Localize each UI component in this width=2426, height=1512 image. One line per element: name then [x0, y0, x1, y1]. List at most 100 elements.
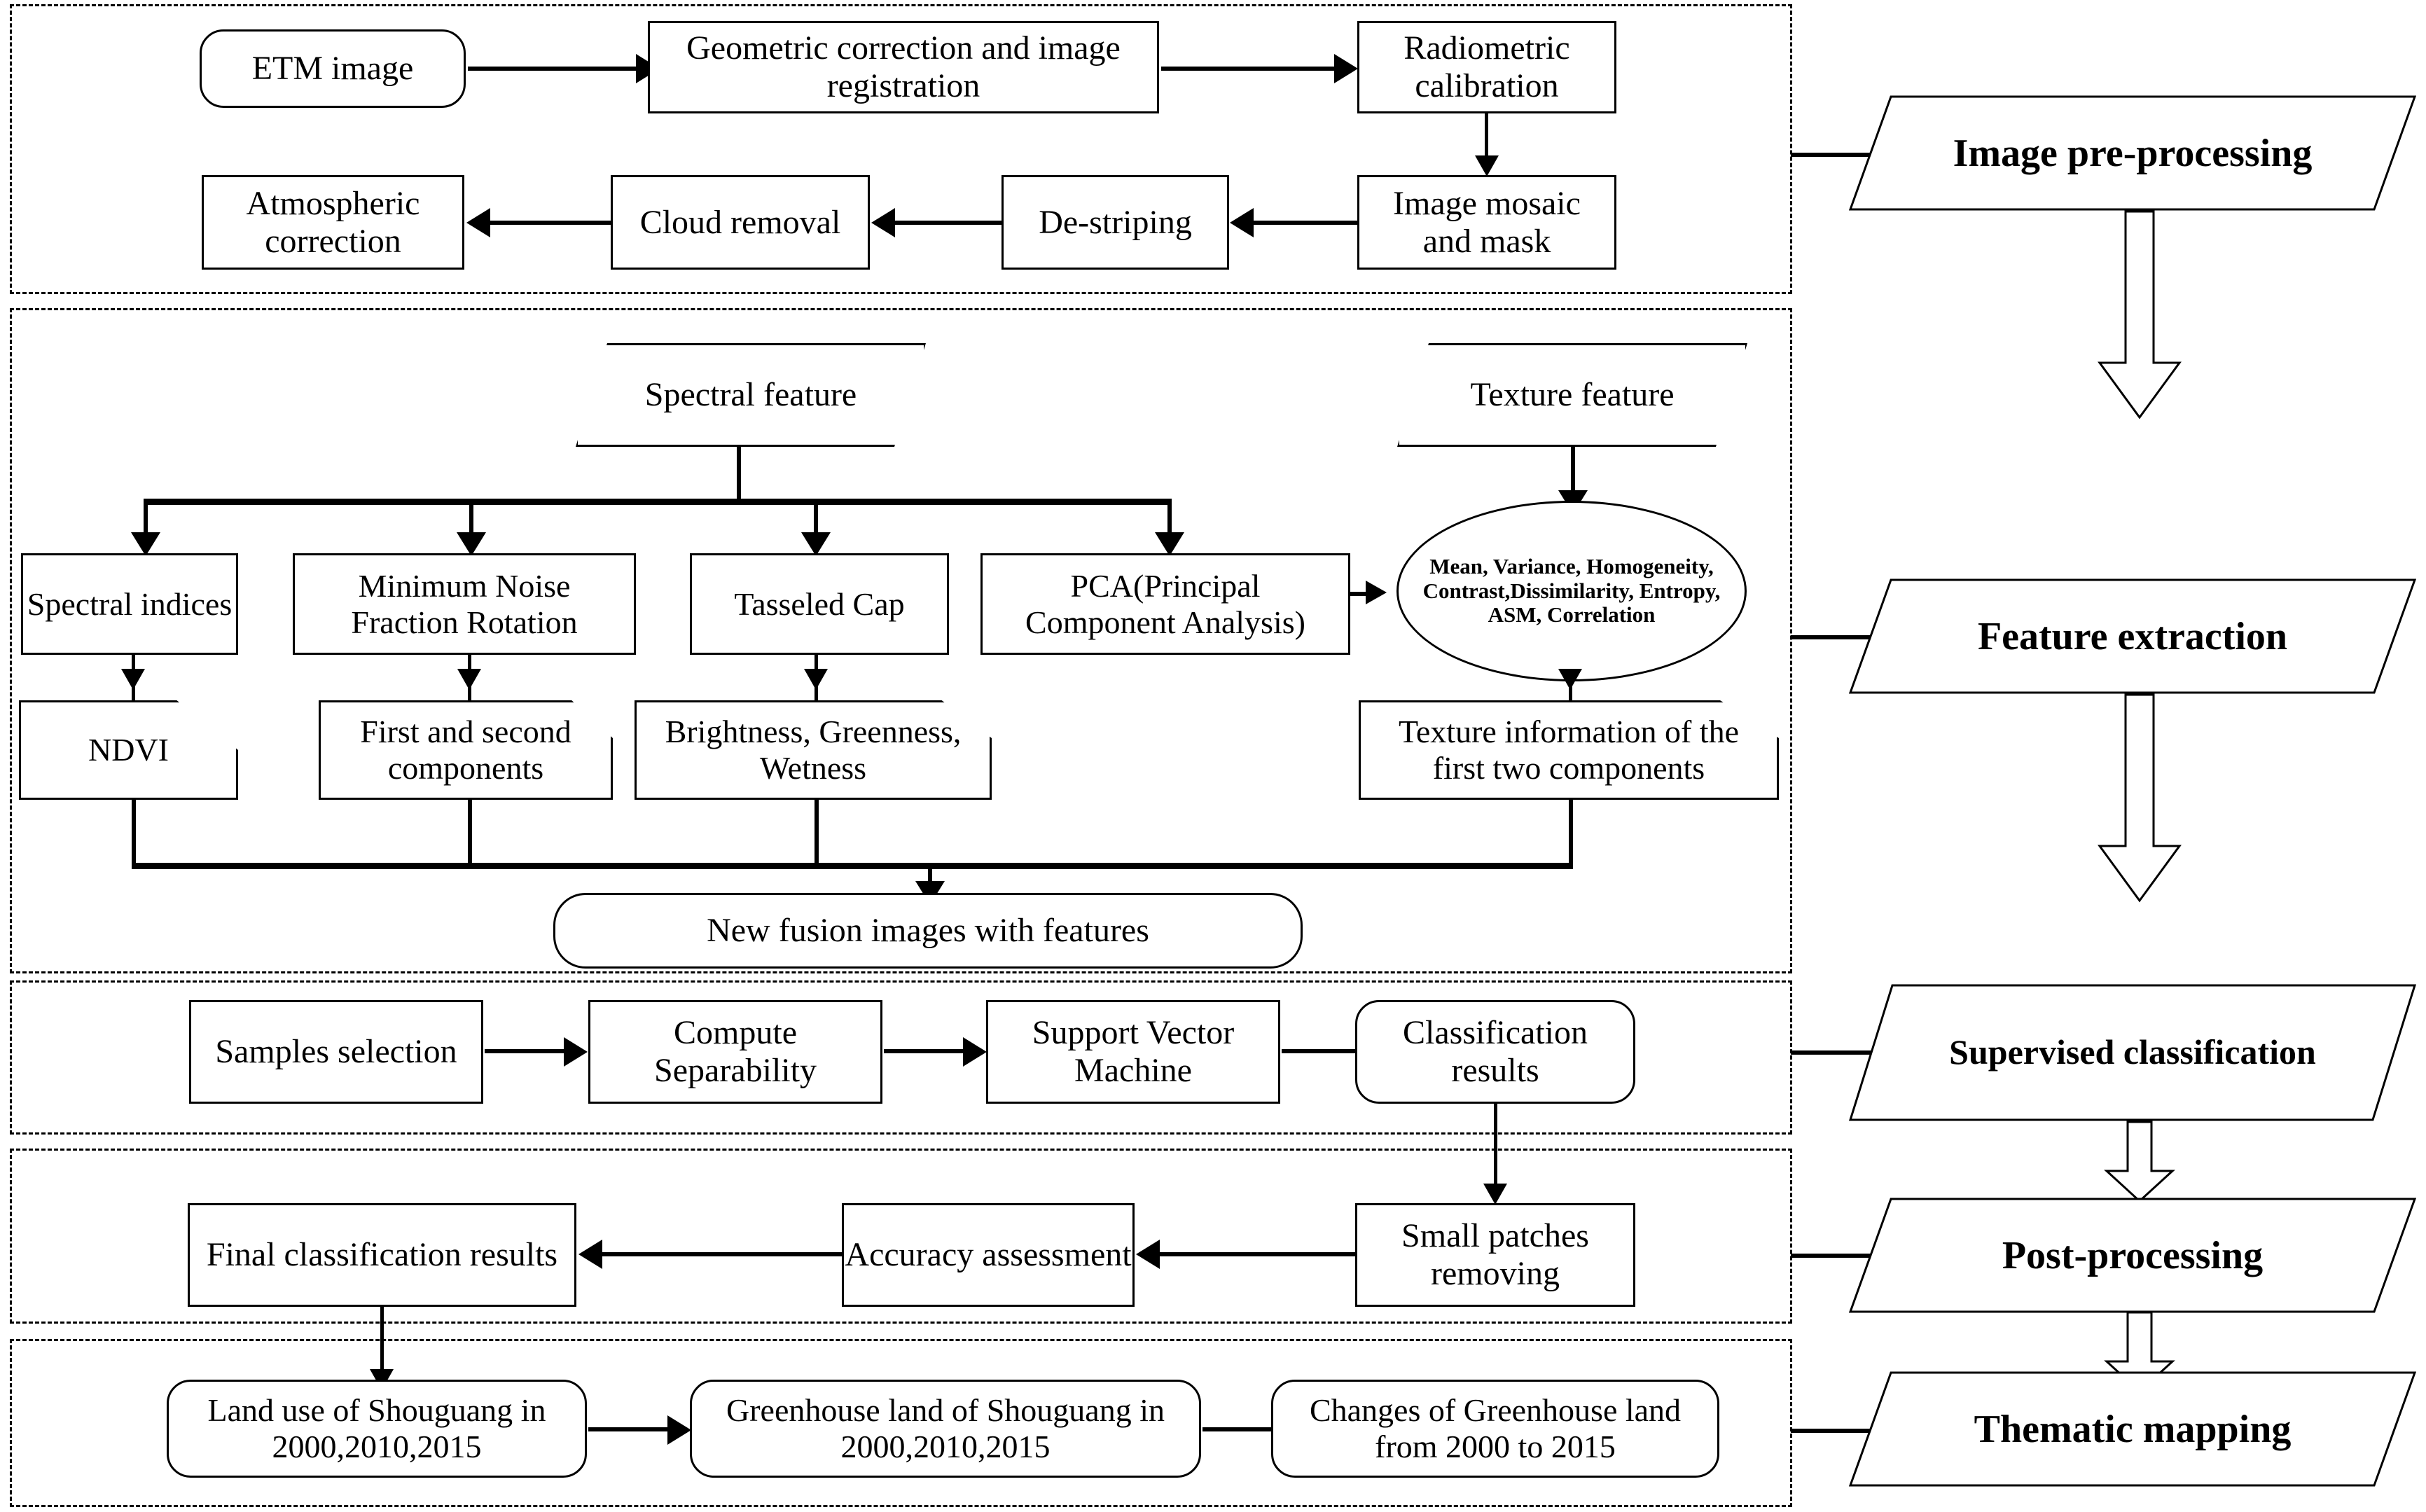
node-first-second-components[interactable]: First and second components — [319, 700, 613, 800]
arrow-small-patches-to-accuracy — [1136, 1240, 1160, 1269]
node-atmospheric-correction[interactable]: Atmospheric correction — [202, 175, 464, 270]
node-label: Final classification results — [206, 1236, 558, 1274]
connector-bus-leg-pca — [1167, 499, 1172, 541]
node-image-mosaic[interactable]: Image mosaic and mask — [1357, 175, 1616, 270]
node-label: Cloud removal — [639, 203, 841, 241]
arrow-tasseled-to-bgw — [804, 669, 828, 690]
node-label: Geometric correction and image registrat… — [686, 29, 1121, 104]
arrow-land-use-to-greenhouse — [667, 1415, 691, 1445]
node-label: Small patches removing — [1401, 1217, 1589, 1292]
connector-cloud-to-atmospheric — [490, 221, 612, 225]
banner-supervised-classification[interactable]: Supervised classification — [1849, 984, 2416, 1121]
node-label: Support Vector Machine — [1032, 1014, 1235, 1089]
banner-thematic-mapping[interactable]: Thematic mapping — [1849, 1371, 2416, 1487]
node-label: Radiometric calibration — [1403, 29, 1570, 104]
parallelogram-shape — [1849, 1371, 2416, 1487]
arrow-spectral-indices-to-ndvi — [121, 669, 145, 690]
arrow-ellipse-to-texture-info — [1558, 669, 1582, 690]
node-changes-of-greenhouse[interactable]: Changes of Greenhouse land from 2000 to … — [1271, 1380, 1719, 1478]
node-label: Texture information of the first two com… — [1398, 714, 1739, 786]
node-greenhouse-land-shouguang[interactable]: Greenhouse land of Shouguang in 2000,201… — [690, 1380, 1201, 1478]
node-label: Samples selection — [215, 1033, 457, 1071]
node-accuracy-assessment[interactable]: Accuracy assessment — [842, 1203, 1135, 1307]
arrow-samples-to-separability — [564, 1037, 588, 1067]
connector-texture-info-down — [1569, 800, 1573, 866]
node-geometric-correction[interactable]: Geometric correction and image registrat… — [648, 21, 1159, 113]
connector-pca-to-ellipse — [1350, 592, 1371, 596]
node-tasseled-cap[interactable]: Tasseled Cap — [690, 553, 949, 655]
connector-small-patches-to-accuracy — [1160, 1252, 1357, 1256]
connector-bus-leg-tasseled — [814, 499, 818, 541]
node-classification-results[interactable]: Classification results — [1355, 1000, 1635, 1104]
connector-land-use-to-greenhouse — [588, 1427, 671, 1431]
banner-label: Post-processing — [2002, 1233, 2264, 1277]
arrow-geometric-to-radiometric — [1334, 54, 1358, 83]
node-label: Land use of Shouguang in 2000,2010,2015 — [207, 1392, 546, 1464]
connector-texture-to-ellipse — [1571, 447, 1575, 503]
node-label: Greenhouse land of Shouguang in 2000,201… — [726, 1392, 1165, 1464]
node-ndvi[interactable]: NDVI — [19, 700, 238, 800]
node-label: First and second components — [360, 714, 571, 786]
node-land-use-shouguang[interactable]: Land use of Shouguang in 2000,2010,2015 — [167, 1380, 587, 1478]
arrow-bus-to-spectral-indices — [131, 532, 160, 556]
node-minimum-noise-fraction[interactable]: Minimum Noise Fraction Rotation — [293, 553, 636, 655]
node-spectral-indices[interactable]: Spectral indices — [21, 553, 238, 655]
node-cloud-removal[interactable]: Cloud removal — [611, 175, 870, 270]
connector-svm-to-results — [1282, 1049, 1364, 1053]
leader-line-supervised — [1791, 1050, 1896, 1055]
node-spectral-feature[interactable]: Spectral feature — [576, 343, 926, 447]
node-pca[interactable]: PCA(Principal Component Analysis) — [980, 553, 1350, 655]
section-frame-postprocessing — [10, 1149, 1792, 1324]
banner-image-pre-processing[interactable]: Image pre-processing — [1849, 95, 2416, 211]
section-frame-supervised — [10, 980, 1792, 1135]
connector-mosaic-to-destriping — [1254, 221, 1359, 225]
node-texture-measures[interactable]: Mean, Variance, Homogeneity, Contrast,Di… — [1396, 501, 1747, 681]
connector-geometric-to-radiometric — [1161, 67, 1338, 71]
node-small-patches-removing[interactable]: Small patches removing — [1355, 1203, 1635, 1307]
node-label: Image mosaic and mask — [1393, 184, 1581, 260]
node-de-striping[interactable]: De-striping — [1001, 175, 1229, 270]
arrow-bus-to-mnf — [457, 532, 486, 556]
connector-separability-to-svm — [884, 1049, 966, 1053]
banner-label: Feature extraction — [1977, 614, 2288, 658]
connector-spectral-bus — [144, 499, 1172, 505]
banner-label: Image pre-processing — [1953, 131, 2313, 175]
banner-label: Thematic mapping — [1974, 1407, 2292, 1451]
node-texture-information[interactable]: Texture information of the first two com… — [1359, 700, 1779, 800]
hollow-down-arrow-icon — [2098, 693, 2182, 903]
connector-accuracy-to-final — [602, 1252, 844, 1256]
node-label: Atmospheric correction — [246, 184, 420, 260]
node-label: Tasseled Cap — [734, 585, 905, 622]
connector-merge-to-fusion — [928, 863, 932, 892]
arrow-bus-to-tasseled — [801, 532, 831, 556]
arrow-results-to-small-patches — [1483, 1184, 1507, 1205]
connector-samples-to-separability — [485, 1049, 567, 1053]
banner-post-processing[interactable]: Post-processing — [1849, 1198, 2416, 1313]
parallelogram-shape — [1849, 1198, 2416, 1313]
node-samples-selection[interactable]: Samples selection — [189, 1000, 483, 1104]
section-frame-thematic — [10, 1339, 1792, 1507]
block-arrow-feature-to-supervised — [2094, 693, 2185, 903]
node-etm-image[interactable]: ETM image — [200, 29, 466, 108]
node-support-vector-machine[interactable]: Support Vector Machine — [986, 1000, 1280, 1104]
node-new-fusion-images[interactable]: New fusion images with features — [553, 893, 1303, 969]
block-arrow-pre-to-feature — [2094, 210, 2185, 420]
connector-etm-to-geometric — [468, 67, 639, 71]
node-label: Accuracy assessment — [845, 1236, 1132, 1274]
arrow-cloud-to-atmospheric — [466, 208, 490, 237]
node-final-classification-results[interactable]: Final classification results — [188, 1203, 576, 1307]
node-label: Spectral feature — [644, 376, 857, 414]
node-texture-feature[interactable]: Texture feature — [1397, 343, 1747, 447]
connector-ellipse-to-texture-info — [1569, 681, 1572, 702]
node-brightness-greenness-wetness[interactable]: Brightness, Greenness, Wetness — [635, 700, 992, 800]
parallelogram-shape — [1849, 95, 2416, 211]
leader-line-preprocessing — [1791, 153, 1896, 157]
arrow-bus-to-pca — [1155, 532, 1184, 556]
node-compute-separability[interactable]: Compute Separability — [588, 1000, 882, 1104]
node-label: Texture feature — [1470, 376, 1675, 414]
node-label: Mean, Variance, Homogeneity, Contrast,Di… — [1422, 553, 1721, 627]
node-label: Spectral indices — [27, 585, 233, 622]
connector-bus-leg-mnf — [469, 499, 473, 541]
node-radiometric-calibration[interactable]: Radiometric calibration — [1357, 21, 1616, 113]
banner-feature-extraction[interactable]: Feature extraction — [1849, 578, 2416, 694]
